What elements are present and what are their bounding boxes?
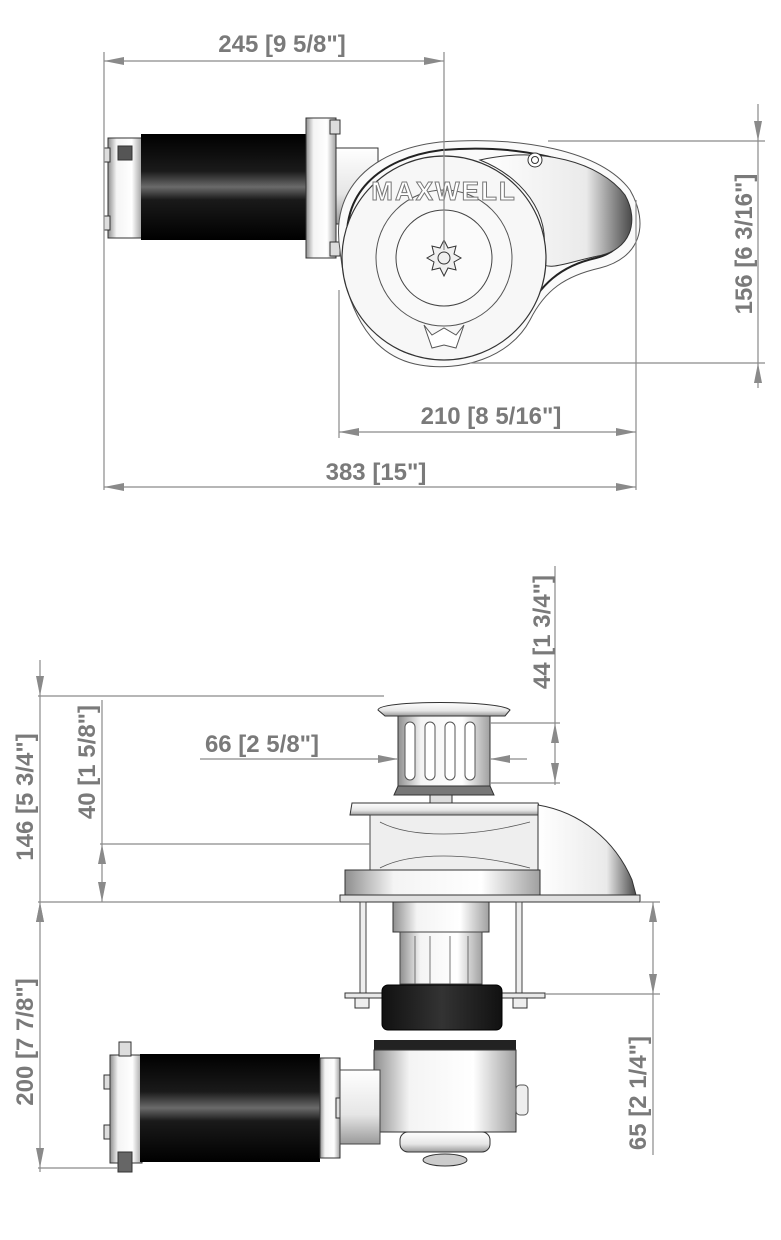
dim-label-65: 65 [2 1/4"] bbox=[625, 1036, 652, 1150]
dim-label-210: 210 [8 5/16"] bbox=[421, 403, 562, 430]
dim-label-245: 245 [9 5/8"] bbox=[218, 31, 345, 58]
top-view: MAXWELL bbox=[103, 31, 765, 491]
dim-label-156: 156 [6 3/16"] bbox=[731, 174, 758, 315]
dim-label-200: 200 [7 7/8"] bbox=[12, 978, 39, 1105]
side-housing bbox=[339, 794, 641, 903]
dim-label-40: 40 [1 5/8"] bbox=[74, 705, 101, 819]
side-motor bbox=[103, 1041, 381, 1173]
dim-label-66: 66 [2 5/8"] bbox=[205, 731, 319, 758]
top-motor bbox=[103, 117, 379, 259]
dim-label-44: 44 [1 3/4"] bbox=[529, 575, 556, 689]
gearbox bbox=[373, 1049, 517, 1133]
gypsy-star-icon bbox=[423, 324, 465, 349]
top-dimension-lines bbox=[103, 52, 765, 491]
drive-gear bbox=[381, 984, 503, 1031]
brand-logo-text: MAXWELL bbox=[371, 176, 516, 206]
terminal-nut-icon bbox=[117, 145, 133, 161]
top-housing: MAXWELL bbox=[338, 140, 641, 368]
side-capstan bbox=[377, 702, 511, 796]
dim-label-383: 383 [15"] bbox=[326, 459, 427, 486]
side-below-deck bbox=[344, 901, 546, 1167]
dim-label-146: 146 [5 3/4"] bbox=[12, 733, 39, 860]
side-view: 44 [1 3/4"] 66 [2 5/8"] 146 [5 3/4"] 40 … bbox=[12, 566, 660, 1173]
capstan-star-nut-icon bbox=[425, 238, 463, 278]
side-dimension-lines bbox=[36, 566, 660, 1172]
